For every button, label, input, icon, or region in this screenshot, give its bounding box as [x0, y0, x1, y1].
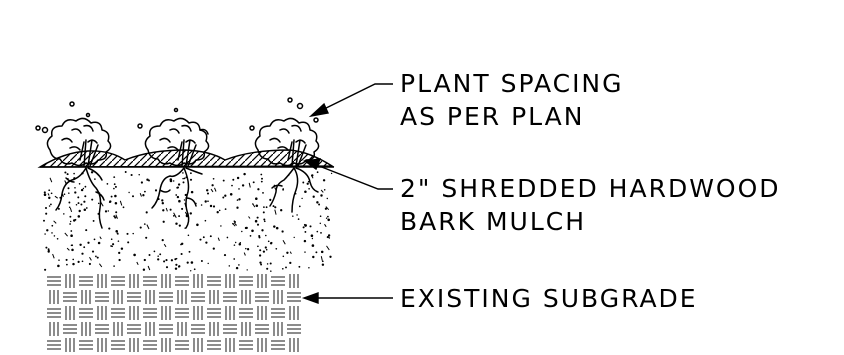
label-mulch: 2" SHREDDED HARDWOOD BARK MULCH: [400, 172, 781, 238]
label-mulch-line1: 2" SHREDDED HARDWOOD: [400, 174, 781, 203]
arrowhead-mulch: [303, 158, 322, 171]
label-subgrade-line1: EXISTING SUBGRADE: [400, 284, 698, 313]
plant-2-roots: [151, 167, 203, 229]
plant-1-foliage: [46, 117, 112, 167]
arrowhead-plant-spacing: [308, 102, 330, 118]
label-plant-spacing-line1: PLANT SPACING: [400, 69, 624, 98]
plant-3: [249, 97, 320, 213]
plant-1-roots: [55, 167, 105, 229]
leader-mulch: [313, 163, 393, 190]
plant-3-foliage: [254, 117, 320, 167]
leaders: [301, 83, 393, 304]
arrowhead-subgrade: [301, 292, 319, 304]
plant-2: [137, 107, 210, 229]
plant-3-roots: [269, 167, 319, 213]
plant-1-stems: [79, 139, 99, 167]
plant-2-foliage: [144, 117, 210, 167]
leader-plant-spacing: [317, 83, 393, 113]
label-subgrade: EXISTING SUBGRADE: [400, 282, 698, 315]
soil-stipple: [43, 171, 333, 272]
label-plant-spacing: PLANT SPACING AS PER PLAN: [400, 67, 624, 133]
plant-3-stems: [287, 139, 307, 167]
label-plant-spacing-line2: AS PER PLAN: [400, 102, 585, 131]
plant-2-stems: [177, 139, 197, 167]
label-mulch-line2: BARK MULCH: [400, 207, 587, 236]
subgrade-pattern: [47, 274, 301, 352]
plant-1: [35, 101, 112, 229]
